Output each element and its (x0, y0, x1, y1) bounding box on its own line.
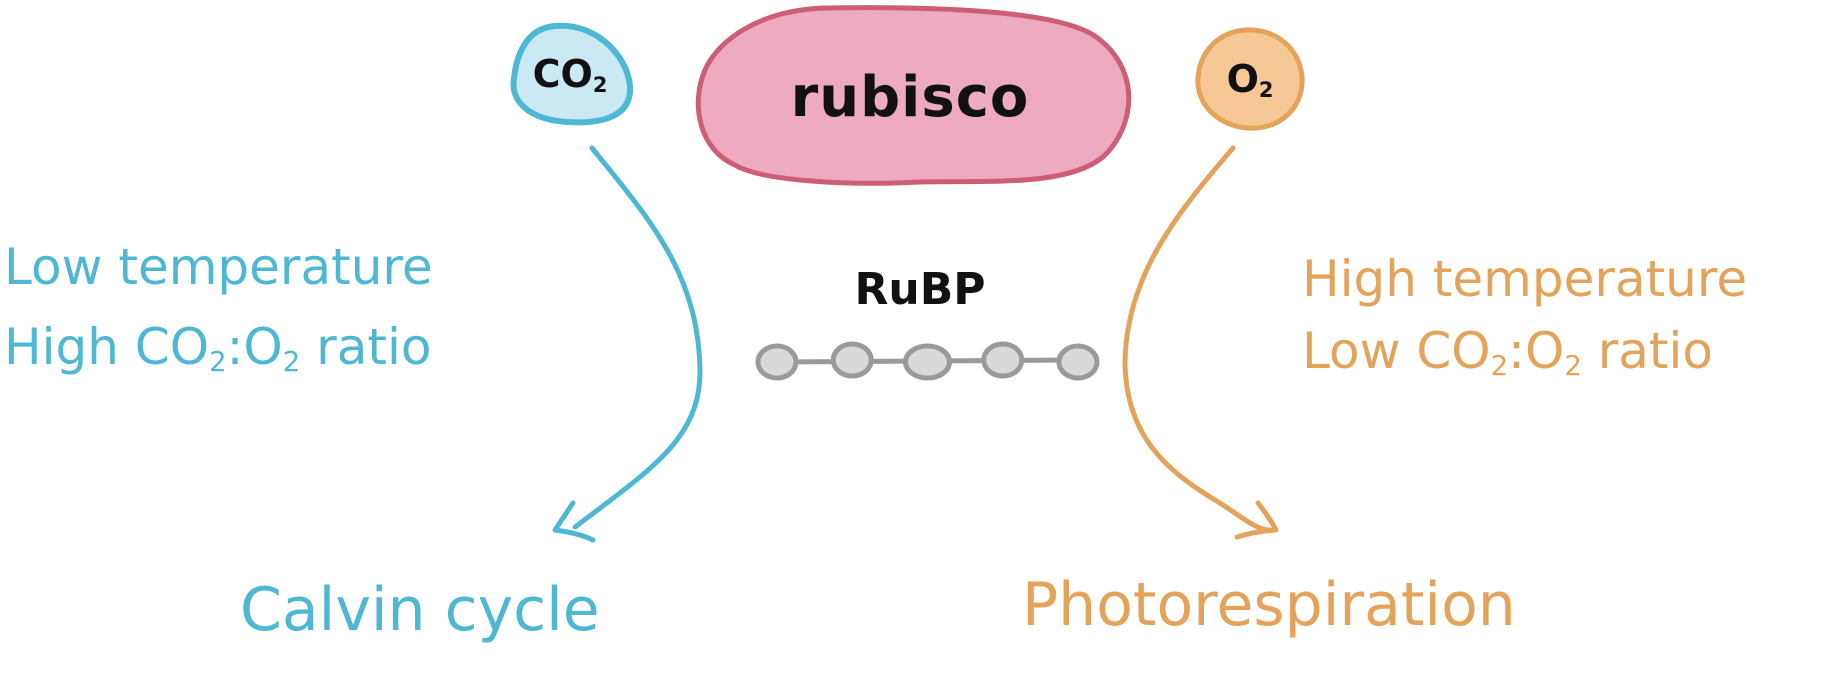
arrow-co2-to-calvin (572, 145, 703, 530)
co2-bubble (510, 22, 634, 126)
rubisco-label: rubisco (790, 65, 1030, 130)
right-ratio-suffix: ratio (1581, 322, 1714, 380)
co2-subscript: 2 (592, 73, 608, 98)
arrow-head-calvin (552, 500, 596, 543)
o2-bubble (1195, 27, 1305, 131)
left-condition-temperature: Low temperature (4, 238, 433, 296)
left-ratio-sub-o2: 2 (282, 345, 301, 378)
rubp-carbon-atom (1056, 343, 1100, 381)
right-ratio-mid: :O (1508, 322, 1565, 380)
arrow-head-photorespiration (1234, 500, 1279, 540)
rubp-carbon-atom (830, 341, 874, 379)
rubp-carbon-chain (755, 341, 1100, 381)
co2-bubble-label: CO2 (510, 55, 630, 96)
calvin-cycle-label: Calvin cycle (240, 575, 600, 645)
left-ratio-suffix: ratio (300, 318, 432, 376)
rubp-carbon-atom (755, 343, 799, 381)
o2-text: O (1226, 57, 1259, 101)
left-condition-ratio: High CO2:O2 ratio (4, 322, 431, 376)
right-condition-temperature: High temperature (1302, 250, 1748, 308)
right-condition-ratio: Low CO2:O2 ratio (1302, 326, 1713, 380)
rubisco-blob (695, 5, 1132, 186)
rubp-carbon-atom (903, 343, 952, 381)
left-ratio-sub-co2: 2 (209, 345, 227, 378)
rubp-label: RuBP (854, 264, 986, 315)
left-ratio-mid: :O (226, 318, 283, 376)
right-ratio-sub-co2: 2 (1490, 349, 1509, 382)
photorespiration-label: Photorespiration (1022, 570, 1516, 640)
o2-subscript: 2 (1258, 78, 1274, 103)
left-ratio-prefix: High CO (4, 318, 210, 376)
rubp-carbon-atom (981, 341, 1025, 379)
arrow-o2-to-photorespiration (1122, 145, 1273, 533)
o2-bubble-label: O2 (1190, 60, 1310, 101)
co2-text: CO (532, 52, 593, 96)
right-ratio-sub-o2: 2 (1564, 349, 1582, 382)
right-ratio-prefix: Low CO (1302, 322, 1491, 380)
